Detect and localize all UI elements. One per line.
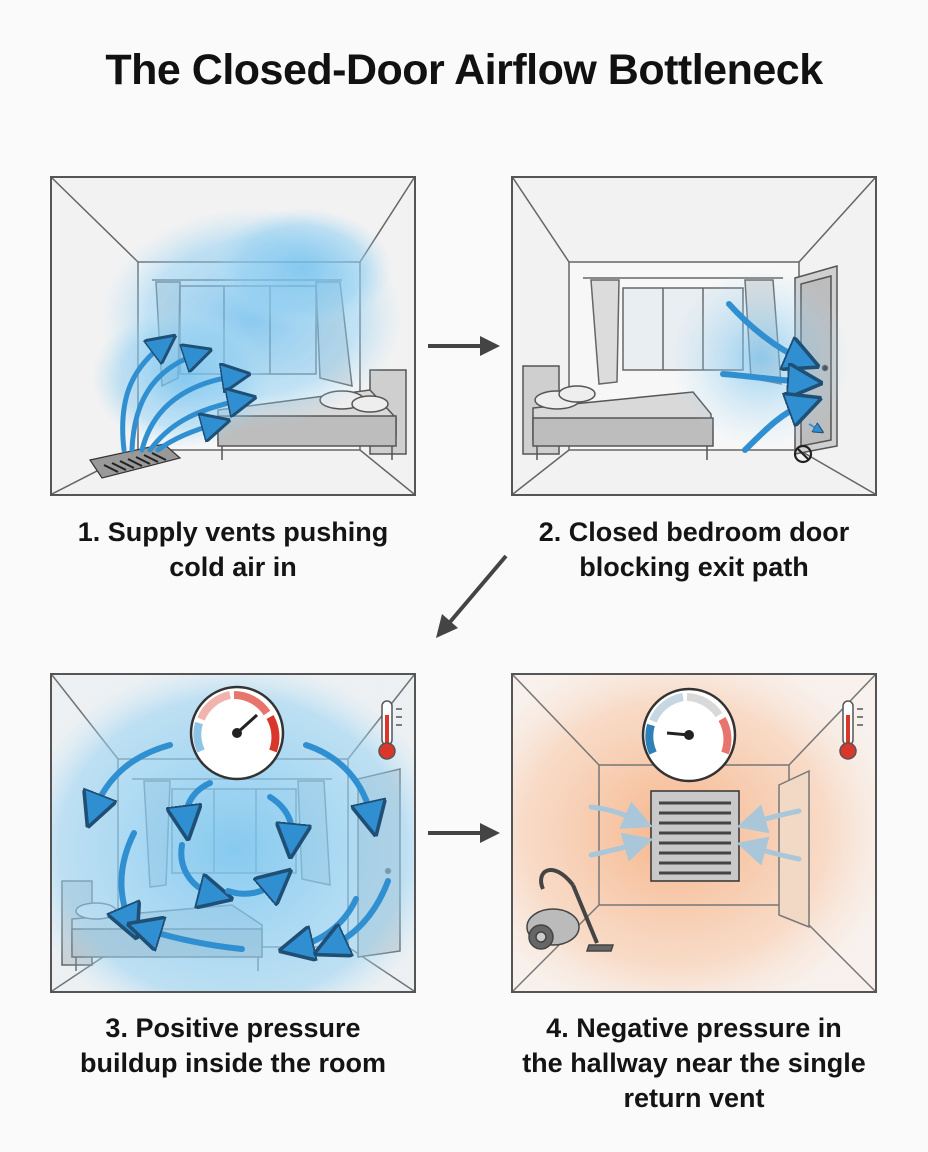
cold-air-cloud [671,268,851,448]
circulating-arrows [94,742,391,949]
no-entry-icon [793,444,813,464]
arrow-right-icon [428,336,500,356]
panel-negative-pressure [511,673,877,993]
suction-arrows [588,801,802,866]
airflow-arrows [720,301,805,453]
step-3-caption: 3. Positive pressure buildup inside the … [80,1013,386,1078]
pressure-gauge-icon [641,687,737,783]
panel-supply-vents [50,176,416,496]
arrow-right-icon [428,823,500,843]
pressure-gauge-icon [189,685,285,781]
return-vent-icon [650,790,740,882]
hallway-door-icon [778,769,810,929]
panel-positive-pressure [50,673,416,993]
arrow-down-left-icon [436,554,508,638]
airflow-blocked [808,424,819,430]
step-4-caption: 4. Negative pressure in the hallway near… [522,1013,866,1113]
floor-vent-icon [89,443,182,479]
thermometer-icon [839,700,863,760]
vacuum-cleaner-icon [526,868,615,952]
step-1-caption: 1. Supply vents pushing cold air in [77,517,389,582]
airflow-arrows [120,344,242,453]
step-2-caption: 2. Closed bedroom door blocking exit pat… [538,517,850,582]
panel-closed-door [511,176,877,496]
diagram-title: The Closed-Door Airflow Bottleneck [105,46,823,94]
thermometer-icon [378,700,402,760]
